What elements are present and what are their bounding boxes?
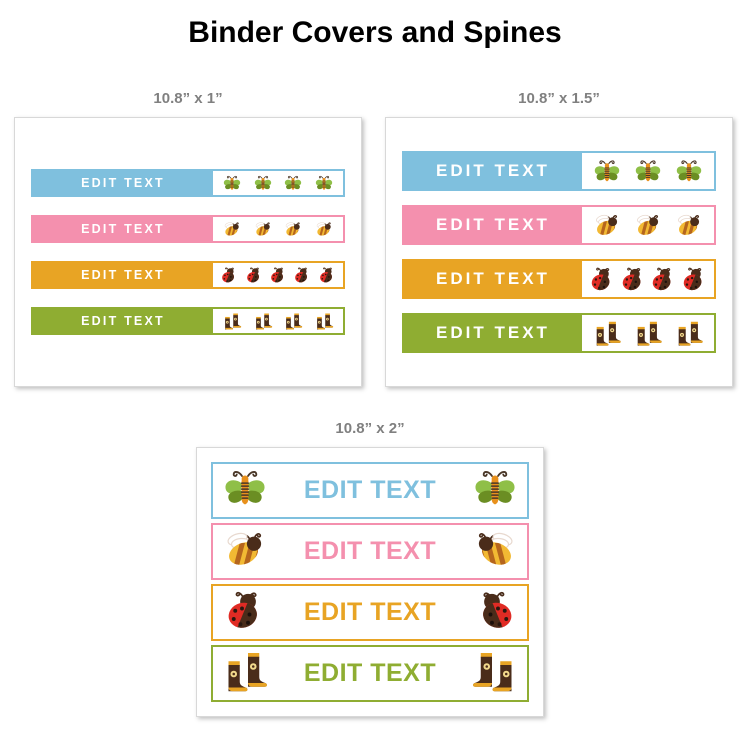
spine-label: EDIT TEXT	[81, 176, 165, 190]
boots-icon	[473, 653, 512, 692]
boots-icon	[678, 321, 703, 346]
spine-icon-strip	[213, 171, 343, 195]
ladybug-icon	[222, 267, 236, 284]
boots-icon	[286, 313, 303, 330]
spine-label: EDIT TEXT	[303, 476, 437, 504]
spine-icon-right	[471, 647, 519, 700]
ladybug-icon	[480, 591, 512, 631]
butterfly-icon	[224, 175, 241, 190]
spine-icon-strip	[582, 315, 714, 351]
boots-icon	[637, 321, 662, 346]
binder-spine-card-2in: EDIT TEXT EDIT TEXT EDIT TEXT EDIT TEXT	[196, 447, 544, 717]
bee-icon	[637, 214, 659, 238]
spine-label: EDIT TEXT	[81, 314, 165, 328]
spine-row[interactable]: EDIT TEXT	[402, 259, 716, 299]
spine-icon-left	[221, 464, 269, 517]
spine-row[interactable]: EDIT TEXT	[211, 523, 529, 580]
ladybug-icon	[295, 267, 309, 284]
spine-row[interactable]: EDIT TEXT	[31, 215, 345, 243]
spine-label: EDIT TEXT	[436, 215, 550, 234]
spine-row[interactable]: EDIT TEXT	[31, 307, 345, 335]
spine-icon-strip	[213, 263, 343, 287]
bee-icon	[596, 214, 618, 238]
spine-row[interactable]: EDIT TEXT	[402, 313, 716, 353]
ladybug-icon	[683, 267, 704, 293]
butterfly-icon	[254, 175, 271, 190]
spine-icon-left	[221, 586, 269, 639]
butterfly-icon	[635, 160, 661, 182]
bee-icon	[677, 214, 699, 238]
spine-row[interactable]: EDIT TEXT	[402, 151, 716, 191]
butterfly-icon	[285, 175, 302, 190]
spine-icon-strip	[213, 217, 343, 241]
bee-icon	[285, 222, 301, 238]
binder-spine-card-15in: EDIT TEXT EDIT TEXT EDIT TEXT EDIT TEXT	[385, 117, 733, 387]
bee-icon	[316, 222, 331, 238]
spine-row[interactable]: EDIT TEXT	[211, 645, 529, 702]
spine-icon-right	[471, 586, 519, 639]
bee-icon	[224, 222, 240, 238]
spine-icon-strip	[582, 261, 714, 297]
spine-label-area: EDIT TEXT	[404, 207, 582, 243]
ladybug-icon	[271, 267, 285, 284]
spine-label-area: EDIT TEXT	[404, 261, 582, 297]
card-1-size-label: 10.8” x 1”	[153, 90, 223, 107]
butterfly-icon	[676, 160, 701, 182]
ladybug-icon	[228, 591, 260, 631]
spine-row[interactable]: EDIT TEXT	[402, 205, 716, 245]
spine-label-area: EDIT TEXT	[33, 263, 213, 287]
spine-row[interactable]: EDIT TEXT	[211, 462, 529, 519]
bee-icon	[255, 222, 270, 238]
spine-label: EDIT TEXT	[81, 222, 165, 236]
spine-label: EDIT TEXT	[436, 323, 550, 342]
butterfly-icon	[595, 160, 620, 182]
spine-icon-right	[471, 525, 519, 578]
binder-spine-card-1in: EDIT TEXT EDIT TEXT EDIT TEXT EDIT TEXT	[14, 117, 362, 387]
boots-icon	[228, 653, 267, 692]
bee-icon	[227, 532, 262, 569]
spine-icon-left	[221, 525, 269, 578]
boots-icon	[225, 313, 242, 330]
spine-label-area: EDIT TEXT	[33, 171, 213, 195]
spine-label-area: EDIT TEXT	[404, 315, 582, 351]
spine-icon-right	[471, 464, 519, 517]
ladybug-icon	[246, 267, 260, 284]
ladybug-icon	[653, 267, 673, 293]
ladybug-icon	[592, 267, 612, 293]
boots-icon	[255, 313, 272, 330]
boots-icon	[316, 313, 333, 330]
spine-icon-strip	[582, 153, 714, 189]
spine-label: EDIT TEXT	[303, 537, 437, 565]
bee-icon	[478, 532, 513, 569]
spine-label: EDIT TEXT	[436, 269, 550, 288]
spine-label: EDIT TEXT	[303, 598, 437, 626]
butterfly-icon	[225, 471, 265, 505]
card-1-spine-list: EDIT TEXT EDIT TEXT EDIT TEXT EDIT TEXT	[15, 118, 361, 386]
ladybug-icon	[319, 267, 333, 284]
spine-label-area: EDIT TEXT	[33, 309, 213, 333]
card-3-spine-list: EDIT TEXT EDIT TEXT EDIT TEXT EDIT TEXT	[197, 448, 543, 716]
card-2-size-label: 10.8” x 1.5”	[518, 90, 600, 107]
butterfly-icon	[475, 471, 515, 505]
spine-label-area: EDIT TEXT	[404, 153, 582, 189]
spine-row[interactable]: EDIT TEXT	[211, 584, 529, 641]
spine-icon-left	[221, 647, 269, 700]
butterfly-icon	[315, 175, 332, 190]
spine-label-area: EDIT TEXT	[33, 217, 213, 241]
card-2-spine-list: EDIT TEXT EDIT TEXT EDIT TEXT EDIT TEXT	[386, 118, 732, 386]
spine-row[interactable]: EDIT TEXT	[31, 261, 345, 289]
spine-icon-strip	[582, 207, 714, 243]
spine-icon-strip	[213, 309, 343, 333]
boots-icon	[597, 321, 622, 346]
spine-row[interactable]: EDIT TEXT	[31, 169, 345, 197]
page-title: Binder Covers and Spines	[188, 16, 562, 49]
card-3-size-label: 10.8” x 2”	[335, 420, 405, 437]
spine-label: EDIT TEXT	[303, 659, 437, 687]
ladybug-icon	[622, 267, 643, 293]
spine-label: EDIT TEXT	[81, 268, 165, 282]
spine-label: EDIT TEXT	[436, 161, 550, 180]
